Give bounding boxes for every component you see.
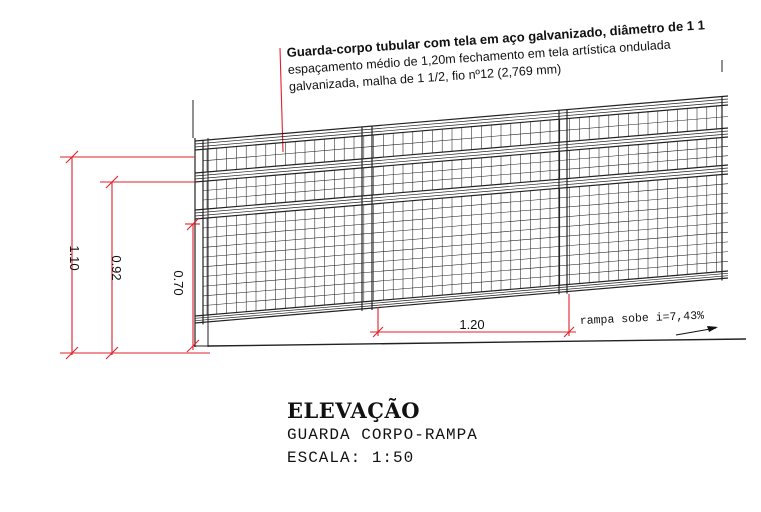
slope-arrow-icon <box>675 326 718 336</box>
mesh-h <box>202 231 729 277</box>
mesh-h <box>202 146 729 191</box>
mesh-h <box>202 116 729 162</box>
tube-line-2-2 <box>194 170 729 217</box>
tube-line-0-3 <box>194 104 729 151</box>
tube-line-0-2 <box>194 101 729 148</box>
tube-line-2-0 <box>194 164 729 211</box>
tube-line-3-1 <box>194 272 729 319</box>
tube-line-0-1 <box>194 98 729 145</box>
tube-line-1-1 <box>194 130 729 177</box>
tube-line-2-1 <box>194 167 729 214</box>
mesh-h <box>202 251 729 297</box>
dim-label-low: 0.70 <box>171 270 186 295</box>
mesh-h <box>202 193 729 238</box>
tube-line-1-0 <box>194 127 729 174</box>
drawing-subtitle: GUARDA CORPO-RAMPA <box>287 426 478 444</box>
mesh-h <box>202 202 729 248</box>
drawing-scale: ESCALA: 1:50 <box>287 449 415 467</box>
tube-line-1-2 <box>194 133 729 180</box>
dimension-lines <box>60 150 210 360</box>
title-block: ELEVAÇÃO GUARDA CORPO-RAMPA ESCALA: 1:50 <box>287 398 478 470</box>
dim-label-total: 1.10 <box>67 245 82 270</box>
post-spacing-dimension <box>370 294 576 338</box>
tube-line-1-3 <box>194 136 729 183</box>
mesh-h <box>202 261 729 306</box>
slope-note: rampa sobe i=7,43% <box>580 310 705 328</box>
mesh-h <box>202 222 729 268</box>
tube-line-0-0 <box>194 95 729 142</box>
mesh-h <box>202 241 729 287</box>
mesh-h <box>202 183 729 229</box>
ramp-baseline <box>207 338 747 347</box>
tube-line-3-0 <box>194 270 729 317</box>
mesh-h <box>202 212 729 258</box>
callout-leader <box>279 47 284 153</box>
callout-text: Guarda-corpo tubular com tela em aço gal… <box>286 17 705 94</box>
drawing-title: ELEVAÇÃO <box>287 398 421 423</box>
dim-label-spacing: 1.20 <box>459 317 484 332</box>
tube-line-3-3 <box>194 277 729 324</box>
mesh-h <box>202 155 729 201</box>
dim-label-mid: 0.92 <box>109 255 124 280</box>
slope-note-text: rampa sobe i=7,43% <box>580 310 705 328</box>
tube-line-3-2 <box>194 275 729 322</box>
tube-line-2-3 <box>194 173 729 220</box>
railing-frame <box>194 95 729 347</box>
